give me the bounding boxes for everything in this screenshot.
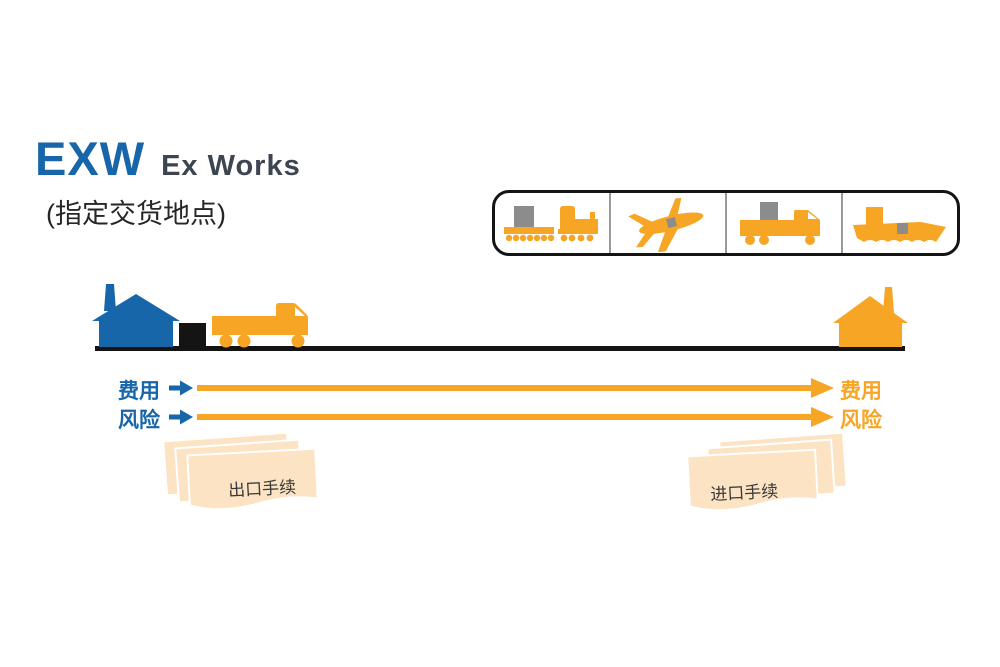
- risk-flow-arrowhead-icon: [811, 407, 834, 427]
- cost-flow-arrowhead-icon: [811, 378, 834, 398]
- document-sheet-front: 进口手续: [686, 448, 820, 527]
- goods-box-icon: [179, 323, 206, 347]
- page-title: EXW Ex Works: [35, 131, 301, 186]
- export-documents-stack: 出口手续: [162, 431, 334, 526]
- document-sheet-icon: [686, 448, 819, 512]
- airplane-icon: [628, 198, 704, 252]
- document-sheet-icon: [186, 447, 319, 511]
- transport-cell-train: [495, 193, 609, 253]
- transport-cell-airplane: [609, 193, 725, 253]
- risk-start-arrow-icon: [169, 409, 193, 425]
- cargo-ship-icon: [853, 207, 946, 242]
- cost-flow-line: [197, 385, 811, 391]
- cost-label-right: 费用: [840, 380, 882, 403]
- pickup-truck-icon: [212, 303, 308, 348]
- import-documents-stack: 进口手续: [684, 431, 854, 527]
- import-procedures-label: 进口手续: [709, 481, 779, 505]
- risk-label-right: 风险: [840, 409, 882, 432]
- cost-start-arrow-icon: [169, 380, 193, 396]
- cost-label-left: 费用: [118, 380, 160, 403]
- incoterm-name: Ex Works: [161, 150, 301, 182]
- transport-cell-truck: [725, 193, 841, 253]
- risk-flow-line: [197, 414, 811, 420]
- buyer-factory-icon: [833, 287, 908, 347]
- named-place-subtitle: (指定交货地点): [46, 199, 226, 229]
- transport-modes-box: [492, 190, 960, 256]
- ground-line: [95, 346, 905, 351]
- risk-label-left: 风险: [118, 409, 160, 432]
- export-procedures-label: 出口手续: [227, 477, 297, 501]
- document-sheet-front: 出口手续: [186, 447, 320, 526]
- train-icon: [504, 206, 598, 242]
- seller-factory-icon: [92, 284, 180, 347]
- cargo-truck-icon: [740, 202, 820, 245]
- transport-cell-ship: [841, 193, 957, 253]
- incoterm-code: EXW: [35, 132, 146, 185]
